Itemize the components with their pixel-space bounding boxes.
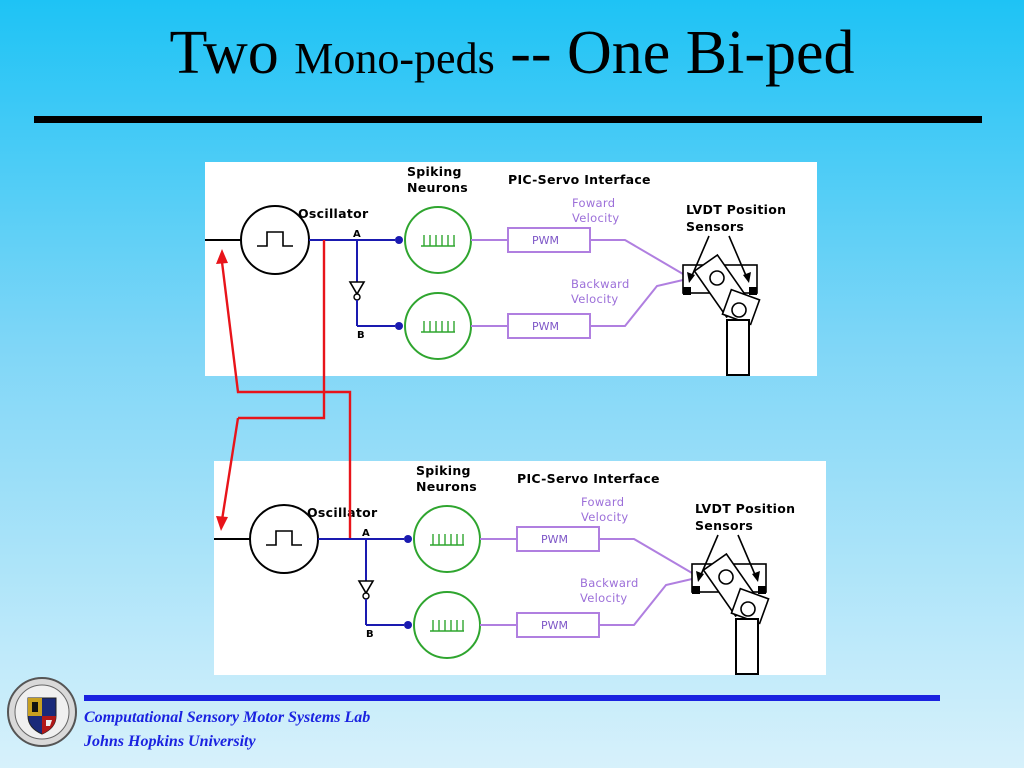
spiking-neurons-label-1: Spiking bbox=[407, 164, 462, 179]
university-seal-logo bbox=[7, 677, 77, 747]
sensor-pointer-left bbox=[699, 534, 719, 578]
pwm-label-forward: PWM bbox=[541, 533, 568, 546]
leg-actuator-icon bbox=[682, 253, 761, 376]
pwm-path-forward bbox=[590, 239, 684, 275]
forward-velocity-label-1: Foward bbox=[581, 495, 624, 509]
pwm-box-forward bbox=[507, 227, 591, 253]
spike-train-backward-icon bbox=[421, 321, 455, 333]
backward-velocity-label-1: Backward bbox=[580, 576, 639, 590]
lvdt-label-2: Sensors bbox=[695, 518, 753, 533]
backward-velocity-label-2: Velocity bbox=[571, 292, 619, 306]
forward-velocity-label-2: Velocity bbox=[572, 211, 620, 225]
circuit-diagram-bottom: Oscillator A B Spiking Neurons PIC-Servo… bbox=[214, 463, 795, 675]
backward-velocity-label-1: Backward bbox=[571, 277, 630, 291]
pwm-path-backward bbox=[599, 578, 693, 626]
monoped-circuit-top: Oscillator A B Spiking Neurons PIC-Servo… bbox=[205, 162, 817, 376]
node-a-label: A bbox=[362, 528, 370, 539]
spiking-neurons-label-2: Neurons bbox=[416, 479, 477, 494]
lvdt-label-2: Sensors bbox=[686, 219, 744, 234]
leg-actuator-icon bbox=[691, 552, 770, 675]
footer-university-name: Johns Hopkins University bbox=[84, 733, 256, 750]
interface-label: PIC-Servo Interface bbox=[508, 172, 651, 187]
forward-velocity-label-2: Velocity bbox=[581, 510, 629, 524]
spike-train-backward-icon bbox=[430, 620, 464, 632]
title-part-one-biped: -- One Bi-ped bbox=[494, 19, 855, 87]
oscillator-label: Oscillator bbox=[298, 206, 369, 221]
sensor-pointer-right bbox=[737, 534, 757, 578]
footer-lab-name: Computational Sensory Motor Systems Lab bbox=[84, 709, 371, 726]
oscillator-label: Oscillator bbox=[307, 505, 378, 520]
arrowhead-right-icon bbox=[743, 272, 751, 283]
sensor-pointer-right bbox=[728, 235, 748, 279]
monoped-circuit-bottom: Oscillator A B Spiking Neurons PIC-Servo… bbox=[214, 461, 826, 675]
inverter-icon bbox=[357, 580, 375, 595]
lvdt-label-1: LVDT Position bbox=[686, 202, 786, 217]
spike-train-forward-icon bbox=[421, 235, 455, 247]
pulse-waveform-icon bbox=[257, 231, 293, 247]
pwm-path-backward bbox=[590, 279, 684, 327]
pwm-label-backward: PWM bbox=[532, 320, 559, 333]
coupling-wire-to-node-a bbox=[324, 390, 352, 538]
node-b-label: B bbox=[357, 330, 365, 341]
junction-a-dot bbox=[404, 535, 412, 543]
inverter-icon bbox=[348, 281, 366, 296]
lvdt-label-1: LVDT Position bbox=[695, 501, 795, 516]
coupling-wire-bridge bbox=[238, 392, 326, 420]
sensor-pointer-left bbox=[690, 235, 710, 279]
spike-train-forward-icon bbox=[430, 534, 464, 546]
footer-divider bbox=[84, 695, 940, 701]
spiking-neurons-label-2: Neurons bbox=[407, 180, 468, 195]
pwm-box-forward bbox=[516, 526, 600, 552]
pwm-label-forward: PWM bbox=[532, 234, 559, 247]
circuit-diagram-top: Oscillator A B Spiking Neurons PIC-Servo… bbox=[205, 164, 786, 376]
coupling-arrowhead-down-icon bbox=[216, 516, 228, 531]
spiking-neurons-label-1: Spiking bbox=[416, 463, 471, 478]
pwm-label-backward: PWM bbox=[541, 619, 568, 632]
coupling-wire-down bbox=[220, 417, 240, 521]
title-part-mono-peds: Mono-peds bbox=[294, 34, 495, 83]
coupling-wire-top-to-osc bbox=[220, 240, 326, 394]
pulse-waveform-icon bbox=[266, 530, 302, 546]
node-b-label: B bbox=[366, 629, 374, 640]
title-divider bbox=[34, 116, 982, 123]
title-part-two: Two bbox=[169, 19, 295, 87]
junction-b-dot bbox=[395, 322, 403, 330]
arrowhead-right-icon bbox=[752, 571, 760, 582]
arrowhead-left-icon bbox=[687, 272, 695, 283]
backward-velocity-label-2: Velocity bbox=[580, 591, 628, 605]
pwm-box-backward bbox=[507, 313, 591, 339]
slide-title: Two Mono-peds -- One Bi-ped bbox=[0, 22, 1024, 84]
pwm-path-forward bbox=[599, 538, 693, 574]
junction-b-dot bbox=[404, 621, 412, 629]
node-a-label: A bbox=[353, 229, 361, 240]
junction-a-dot bbox=[395, 236, 403, 244]
forward-velocity-label-1: Foward bbox=[572, 196, 615, 210]
arrowhead-left-icon bbox=[696, 571, 704, 582]
interface-label: PIC-Servo Interface bbox=[517, 471, 660, 486]
coupling-arrowhead-up-icon bbox=[216, 249, 228, 264]
